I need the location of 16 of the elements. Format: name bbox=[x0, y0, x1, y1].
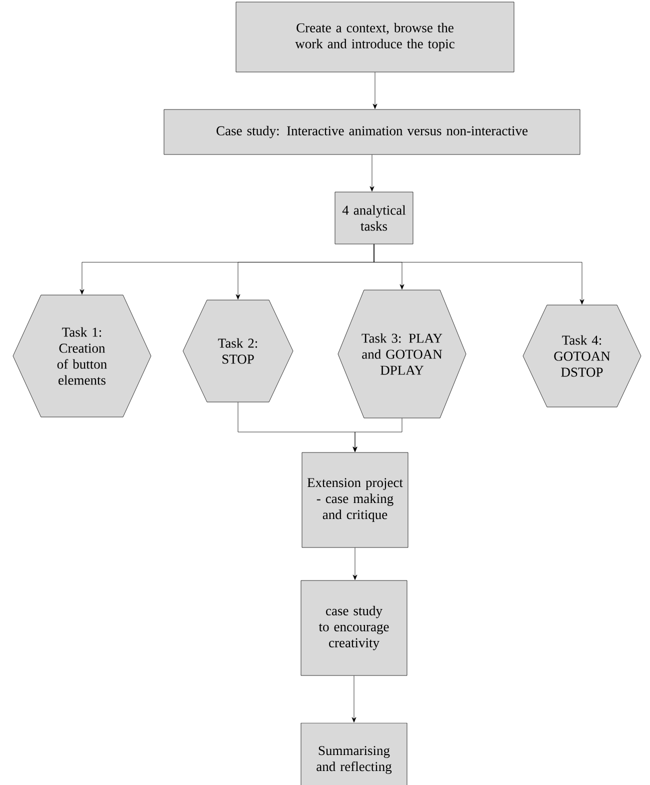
process-box: Summarising and reflecting bbox=[300, 722, 408, 785]
arrow bbox=[352, 418, 402, 452]
process-box: Extension project - case making and critique bbox=[302, 452, 408, 548]
arrow bbox=[374, 244, 584, 304]
arrow bbox=[370, 154, 374, 192]
arrow bbox=[352, 676, 356, 722]
arrow bbox=[352, 548, 358, 580]
task-hexagon: Task 4: GOTOAN DSTOP bbox=[522, 304, 642, 408]
task-hexagon: Task 3: PLAY and GOTOAN DPLAY bbox=[338, 290, 466, 418]
arrow bbox=[372, 72, 378, 109]
process-box: Case study: Interactive animation versus non-interactive bbox=[164, 109, 580, 155]
process-box: case study to encourage creativity bbox=[300, 580, 408, 676]
task-hexagon: Task 2: STOP bbox=[182, 300, 294, 402]
process-box: Create a context, browse the work and introduce the topic bbox=[236, 2, 514, 72]
task-hexagon: Task 1: Creation of button elements bbox=[12, 294, 152, 418]
process-box: 4 analytical tasks bbox=[334, 192, 414, 244]
